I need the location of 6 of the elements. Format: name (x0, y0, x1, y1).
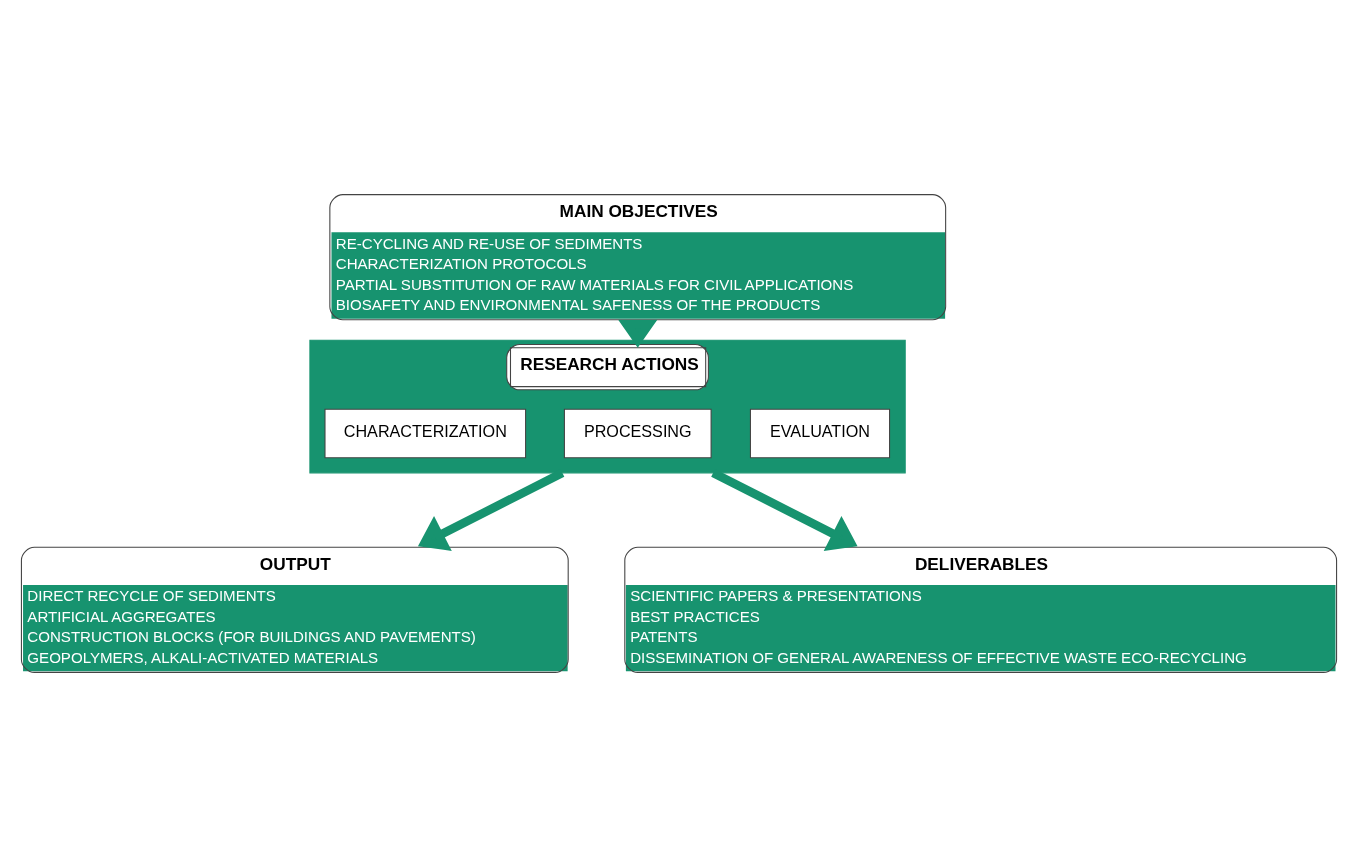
node-box: CHARACTERIZATION (324, 408, 527, 459)
node-box: EVALUATION (749, 408, 891, 459)
arrow (618, 319, 658, 348)
arrow (417, 469, 565, 551)
node-box: PROCESSING (563, 408, 712, 459)
arrow (711, 469, 858, 551)
